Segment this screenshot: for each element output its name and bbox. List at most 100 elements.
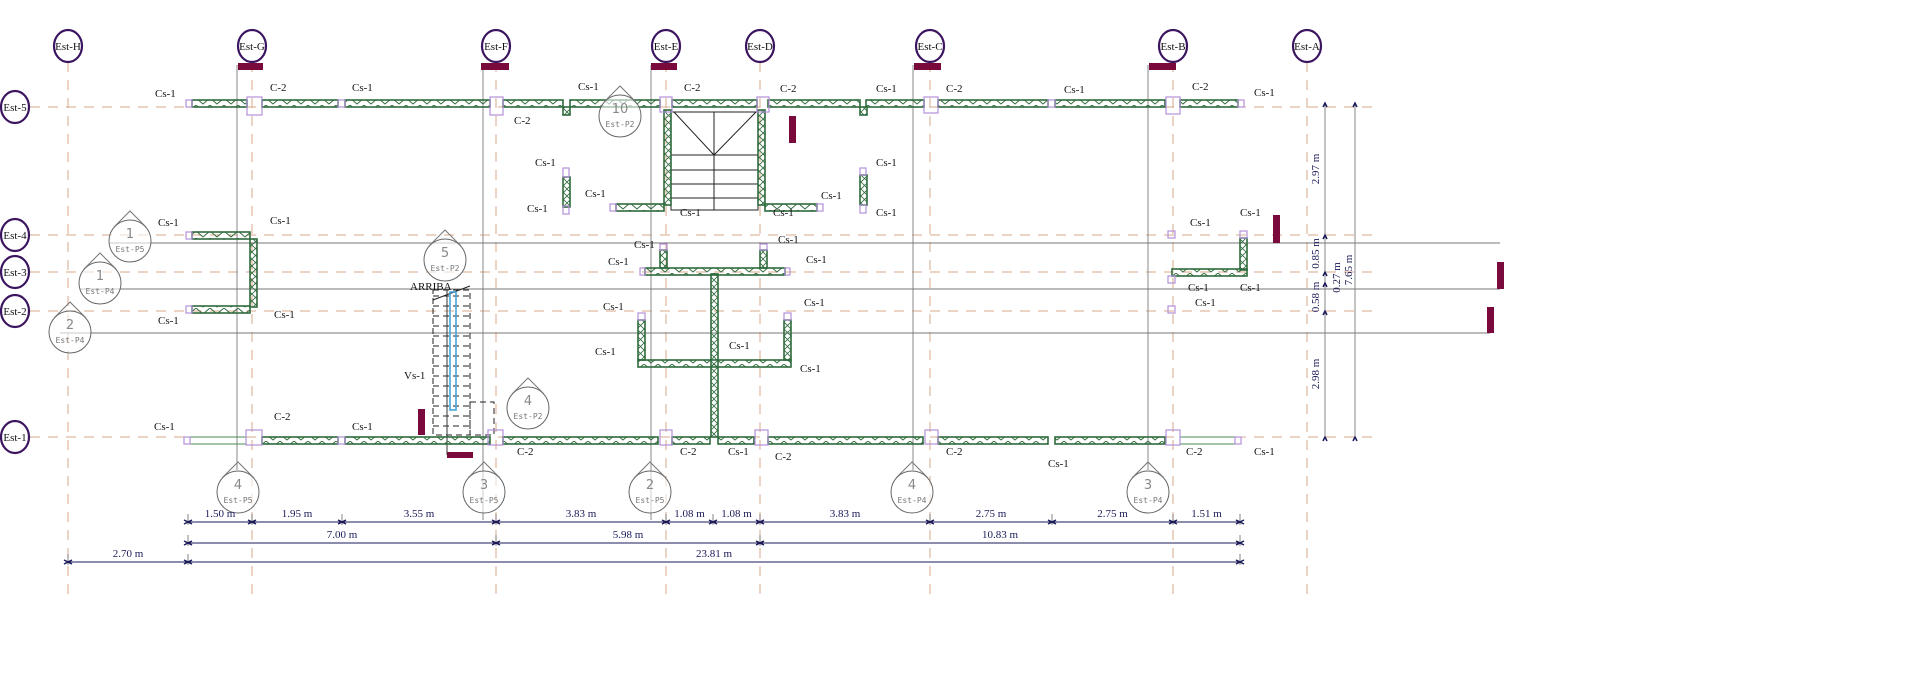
column [759,243,768,251]
dimension-value: 5.98 m [613,529,644,541]
annotation-label: C-2 [274,411,291,423]
section-reference: Est-P5 [470,496,499,505]
dimension-value: 0.85 m [1310,238,1322,269]
wall-segment [344,436,491,445]
wall-segment [249,238,258,308]
dimension-value: 2.75 m [976,508,1007,520]
wall-segment [717,436,755,445]
annotation-label: C-2 [684,82,701,94]
section-reference: Est-P4 [898,496,927,505]
annotation-label: Cs-1 [535,157,556,169]
column [784,267,791,276]
annotation-label: C-2 [1192,81,1209,93]
dimension-tick [755,519,765,525]
wall-segment [865,99,925,108]
dimension-tick [491,540,501,546]
section-circle [1126,470,1170,514]
section-arrow-icon [603,85,637,103]
wall-segment [261,436,339,445]
section-reference: Est-P2 [514,412,543,421]
elevation-marker [1497,262,1504,289]
section-arrow-icon [511,377,545,395]
dimension-tick [1235,540,1245,546]
column [1239,230,1248,239]
wall-segment [710,273,719,438]
grid-label: Est-A [1294,41,1320,53]
column [859,204,867,214]
annotation-label: Cs-1 [1195,297,1216,309]
dimension-value: 0.58 m [1310,281,1322,312]
column [562,167,570,178]
dimension-value: 7.00 m [327,529,358,541]
section-circle [423,238,467,282]
elevation-marker [447,452,473,458]
elevation-marker [238,63,263,70]
annotation-label: Cs-1 [608,256,629,268]
wall-segment [562,106,571,116]
annotation-label: Cs-1 [603,301,624,313]
annotation-label: Cs-1 [1254,446,1275,458]
dimension-tick [1047,519,1057,525]
wall-segment [562,176,571,208]
annotation-label: Vs-1 [404,370,425,382]
wall-segment [659,249,668,269]
dimension-tick [1322,309,1328,316]
elevation-marker [914,63,941,70]
dimension-value: 7.65 m [1343,254,1355,285]
grid-label: Est-F [484,41,508,53]
annotation-label: C-2 [946,446,963,458]
grid-bubble-est-c: Est-C [914,28,946,64]
dimension-tick [1235,519,1245,525]
section-arrow-icon [83,252,117,270]
grid-bubble-est-d: Est-D [744,28,776,64]
column [246,96,263,116]
column [924,429,939,445]
wall-segment [783,319,792,361]
section-reference: Est-P5 [116,245,145,254]
column [489,96,504,116]
column [1047,99,1056,108]
section-circle [628,470,672,514]
column [185,231,193,240]
annotation-label: Cs-1 [1240,207,1261,219]
annotation-label: Cs-1 [1190,217,1211,229]
column [337,436,346,445]
column [245,429,263,446]
annotation-label: Cs-1 [1188,282,1209,294]
section-circle [506,386,550,430]
wall-segment [502,436,659,445]
annotation-label: Cs-1 [595,346,616,358]
grid-bubble-est-1: Est-1 [0,419,31,455]
wall-segment [859,174,868,206]
column [783,312,792,321]
wall-segment [615,203,665,212]
section-number: 2 [66,318,74,333]
annotation-label: C-2 [270,82,287,94]
section-arrow-icon [633,461,667,479]
section-arrow-icon [53,301,87,319]
dimension-tick [661,519,671,525]
wall-segment [671,436,711,445]
column [1165,429,1181,446]
column [1167,275,1176,284]
columns [183,96,1248,446]
beam-vs-1 [449,291,457,411]
grid-label: Est-B [1160,41,1185,53]
annotation-label: Cs-1 [158,217,179,229]
grid-label: Est-G [239,41,265,53]
grid-label: Est-5 [3,102,27,114]
annotation-label: Cs-1 [585,188,606,200]
column [1167,230,1176,239]
grid-label: Est-E [654,41,679,53]
